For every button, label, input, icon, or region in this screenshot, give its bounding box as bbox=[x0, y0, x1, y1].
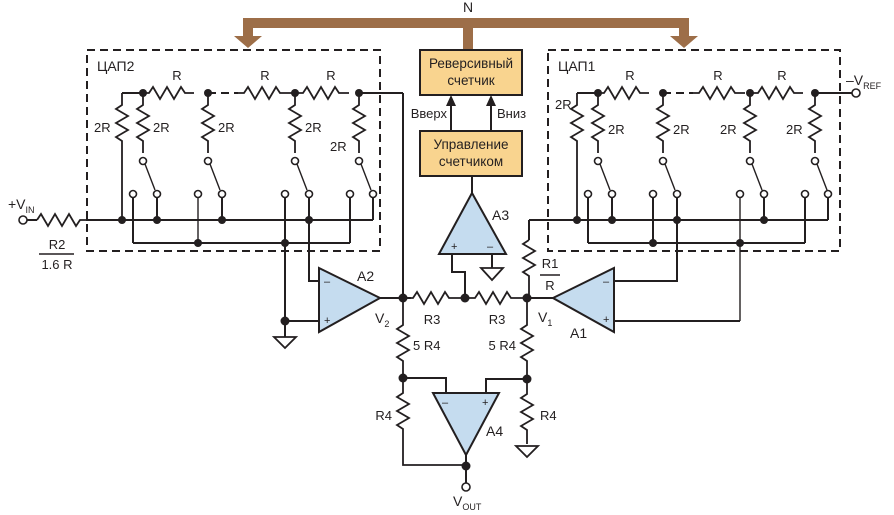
r2-value: 1.6 R bbox=[41, 257, 72, 272]
dac2-label: ЦАП2 bbox=[97, 58, 135, 74]
dac1-shunt-2r-1: 2R bbox=[555, 97, 572, 112]
a2-plus-pin: + bbox=[324, 315, 330, 327]
vin-label: +VIN bbox=[8, 196, 35, 215]
a3-plus-pin: + bbox=[451, 241, 457, 253]
dac1-label: ЦАП1 bbox=[558, 58, 596, 74]
amp-a4 bbox=[431, 392, 501, 458]
vout-label: VOUT bbox=[453, 493, 482, 512]
r1-value: R bbox=[545, 278, 554, 293]
counter-label-line1: Реверсивный bbox=[429, 56, 513, 71]
reversible-counter-block: Реверсивный счетчик bbox=[419, 49, 523, 96]
a1-label: A1 bbox=[570, 325, 587, 341]
amp-a2: – + A2 V2 bbox=[271, 266, 389, 350]
vref-input: –VREF bbox=[839, 72, 882, 98]
a2-minus-pin: – bbox=[324, 276, 331, 288]
vref-label: –VREF bbox=[846, 72, 882, 91]
dac2-series-r-2: R bbox=[260, 68, 269, 83]
dac1-series-r-3: R bbox=[777, 68, 786, 83]
counter-control-block: Управление счетчиком bbox=[419, 130, 523, 177]
ground-icon bbox=[271, 336, 299, 350]
vout-terminal[interactable] bbox=[461, 482, 471, 492]
amp-a1: – + A1 V1 bbox=[538, 266, 740, 341]
a3-label: A3 bbox=[492, 207, 509, 223]
r4-5-right-label: 5 R4 bbox=[489, 338, 516, 353]
dac2-series-r-3: R bbox=[326, 68, 335, 83]
output-stage: 5 R4 5 R4 R4 R4 – + A4 VOUT bbox=[375, 298, 557, 512]
down-signal-label: Вниз bbox=[497, 106, 526, 121]
dac2-shunt-2r-3: 2R bbox=[218, 120, 235, 135]
down-arrow-icon bbox=[486, 95, 496, 131]
dac1-shunt-2r-4: 2R bbox=[720, 122, 737, 137]
dac2-shunt-2r-2: 2R bbox=[153, 120, 170, 135]
bus-label: N bbox=[463, 0, 473, 15]
r3-right-label: R3 bbox=[489, 312, 506, 327]
a3-minus-pin: – bbox=[487, 241, 494, 253]
a1-plus-pin: + bbox=[603, 314, 609, 326]
r3-left-label: R3 bbox=[424, 312, 441, 327]
dac2-series-r-1: R bbox=[172, 68, 181, 83]
dac1: ЦАП1 R R R 2R 2R 2R 2R 2R bbox=[529, 49, 841, 321]
dac2-shunt-2r-4: 2R bbox=[305, 120, 322, 135]
amp-a3: + – A3 bbox=[437, 176, 509, 298]
r2-label: R2 bbox=[49, 237, 66, 252]
v2-label: V2 bbox=[375, 310, 389, 329]
r4-left-label: R4 bbox=[375, 408, 392, 423]
dac2-switches bbox=[128, 156, 378, 199]
r1-feedback: R1 R bbox=[521, 220, 560, 298]
r3-divider: R3 R3 bbox=[380, 290, 553, 327]
up-signal-label: Вверх bbox=[411, 106, 448, 121]
counter-label-line2: счетчик bbox=[447, 73, 494, 88]
r4-5-left-label: 5 R4 bbox=[413, 338, 440, 353]
control-label-line1: Управление bbox=[433, 137, 508, 152]
dac1-shunt-2r-2: 2R bbox=[608, 122, 625, 137]
ground-icon bbox=[478, 267, 506, 282]
dac2-shunt-2r-1: 2R bbox=[94, 120, 111, 135]
vin-terminal[interactable] bbox=[18, 215, 28, 225]
dac2-shunt-2r-5: 2R bbox=[330, 139, 347, 154]
dac1-series-r-2: R bbox=[713, 68, 722, 83]
a4-label: A4 bbox=[486, 423, 503, 439]
data-bus-n bbox=[234, 18, 698, 52]
v1-label: V1 bbox=[538, 309, 552, 328]
dac2: ЦАП2 R R R 2R 2R 2R 2R 2R bbox=[86, 49, 404, 321]
r4-right-label: R4 bbox=[540, 408, 557, 423]
up-arrow-icon bbox=[446, 95, 456, 131]
dac1-switches bbox=[583, 156, 833, 199]
vin-input: +VIN R2 1.6 R bbox=[8, 196, 86, 272]
a2-label: A2 bbox=[357, 268, 374, 284]
a4-minus-pin: – bbox=[442, 397, 449, 409]
r1-label: R1 bbox=[542, 256, 559, 271]
dac1-shunt-2r-5: 2R bbox=[786, 122, 803, 137]
dac1-shunt-2r-3: 2R bbox=[673, 122, 690, 137]
a1-minus-pin: – bbox=[603, 276, 610, 288]
vref-terminal[interactable] bbox=[851, 88, 861, 98]
ground-icon bbox=[513, 445, 541, 459]
dac1-series-r-1: R bbox=[625, 68, 634, 83]
control-label-line2: счетчиком bbox=[439, 154, 503, 169]
a4-plus-pin: + bbox=[482, 397, 488, 409]
